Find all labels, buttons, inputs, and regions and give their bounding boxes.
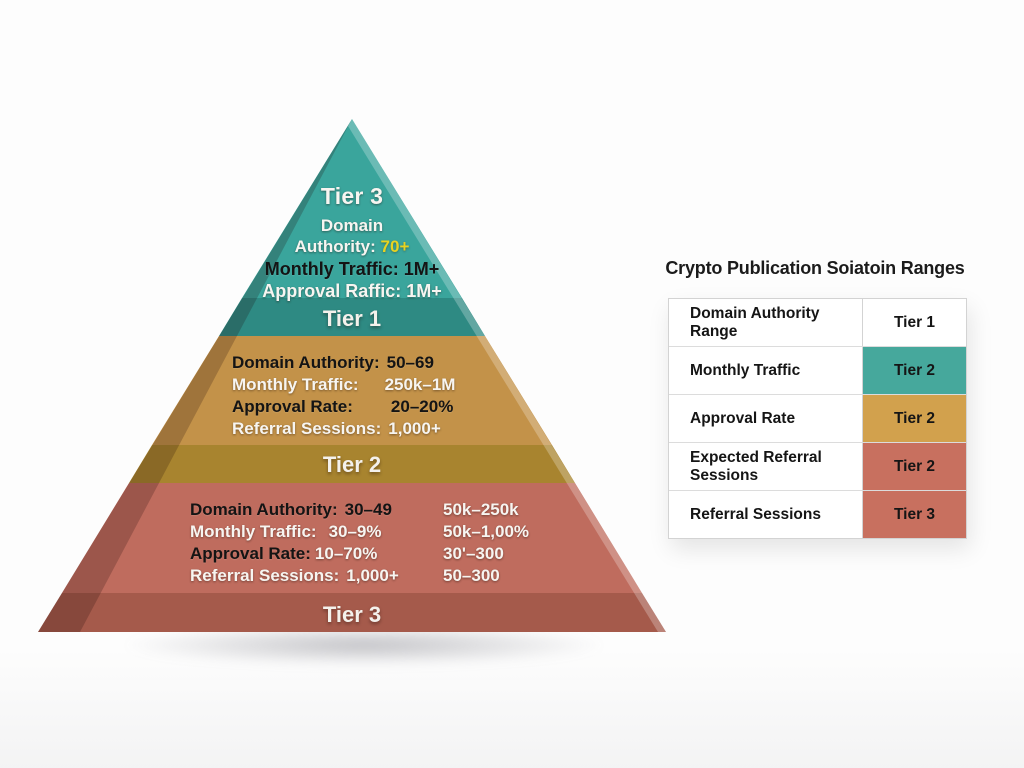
tier1-authority-label: Authority: [294,237,376,256]
tier3-line-approval: Approval Rate:10–70% [190,545,399,562]
tier2-face [152,336,552,445]
tier3-line-da: Domain Authority: 30–49 [190,501,399,518]
tier2-da-value: 50–69 [386,353,434,372]
tier2-approval-value: 20–20% [390,397,454,416]
tier2-traffic-value: 250k–1M [384,375,456,394]
table-row: Approval Rate Tier 2 [669,394,966,442]
tier-summary-table: Domain Authority Range Tier 1 Monthly Tr… [668,298,967,539]
table-title: Crypto Publication Soiatoin Ranges [665,258,965,278]
tier1-line-approval: Approval Raffic: 1M+ [212,282,492,300]
tier3-traffic-label: Monthly Traffic: [190,522,317,541]
tier3-col2-row2: 50k–1,00% [443,522,530,541]
tier2-approval-label: Approval Rate: [232,397,353,416]
tier3-band-label: Tier 3 [322,602,382,627]
tier2-text-block: Domain Authority: 50–69 Monthly Traffic: 2… [232,354,455,442]
tier3-face [62,483,642,593]
tier3-col2-block: 50k–250k 50k–1,00% 30'–300 50–300 [443,501,529,589]
row-label: Expected Referral Sessions [669,443,863,490]
tier2-da-label: Domain Authority: [232,353,380,372]
tier1-text-block: Tier 3 Domain Authority: 70+ Monthly Tra… [212,183,492,301]
tier1-line-authority: Authority: 70+ [212,238,492,255]
tier3-da-value: 30–49 [344,500,392,519]
table-row: Expected Referral Sessions Tier 2 [669,442,966,490]
tier3-col2-row3: 30'–300 [443,544,504,563]
tier3-approval-label: Approval Rate: [190,544,311,563]
row-tier-cell: Tier 1 [863,299,966,346]
tier3-text-block: Domain Authority: 30–49 Monthly Traffic: 3… [190,501,399,589]
tier1-approval-value: 1M+ [406,281,442,301]
row-label: Domain Authority Range [669,299,863,346]
tier3-approval-value: 10–70% [314,544,378,563]
tier1-band [219,298,485,336]
tier1-line-domain: Domain [320,216,384,235]
tier2-line-approval: Approval Rate: 20–20% [232,398,455,415]
row-tier-cell: Tier 2 [863,395,966,442]
row-tier-cell: Tier 3 [863,491,966,538]
tier1-traffic-value: 1M+ [403,259,440,279]
tier3-referral-label: Referral Sessions: [190,566,340,585]
row-tier-cell: Tier 2 [863,443,966,490]
tier3-line-referral: Referral Sessions: 1,000+ [190,567,399,584]
row-label: Referral Sessions [669,491,863,538]
tier1-heading: Tier 3 [320,183,384,209]
tier2-referral-value: 1,000+ [388,419,441,438]
tier2-traffic-label: Monthly Traffic: [232,375,359,394]
tier3-traffic-value: 30–9% [328,522,382,541]
row-tier-cell: Tier 2 [863,347,966,394]
tier3-band [38,593,666,632]
table-row: Domain Authority Range Tier 1 [669,299,966,346]
pyramid-right-edge-highlight [348,119,666,632]
tier1-authority-value: 70+ [380,237,410,256]
table-row: Monthly Traffic Tier 2 [669,346,966,394]
tier3-da-label: Domain Authority: [190,500,338,519]
tier3-referral-value: 1,000+ [346,566,399,585]
row-label: Monthly Traffic [669,347,863,394]
tier1-face [242,119,462,298]
table-row: Referral Sessions Tier 3 [669,490,966,538]
tier3-line-traffic: Monthly Traffic: 30–9% [190,523,399,540]
tier2-referral-label: Referral Sessions: [232,419,382,438]
tier1-band-label: Tier 1 [322,306,382,331]
tier2-band-label: Tier 2 [322,452,382,477]
row-label: Approval Rate [669,395,863,442]
tier2-line-referral: Referral Sessions: 1,000+ [232,420,455,437]
tier3-col2-row1: 50k–250k [443,500,519,519]
tier2-line-traffic: Monthly Traffic: 250k–1M [232,376,455,393]
tier2-line-da: Domain Authority: 50–69 [232,354,455,371]
tier1-approval-label: Approval Raffic: [262,281,402,301]
tier2-band [129,445,575,483]
tier1-traffic-label: Monthly Traffic: [264,259,399,279]
pyramid-left-bevel [38,119,352,632]
tier3-col2-row4: 50–300 [443,566,500,585]
tier1-line-traffic: Monthly Traffic: 1M+ [212,260,492,278]
